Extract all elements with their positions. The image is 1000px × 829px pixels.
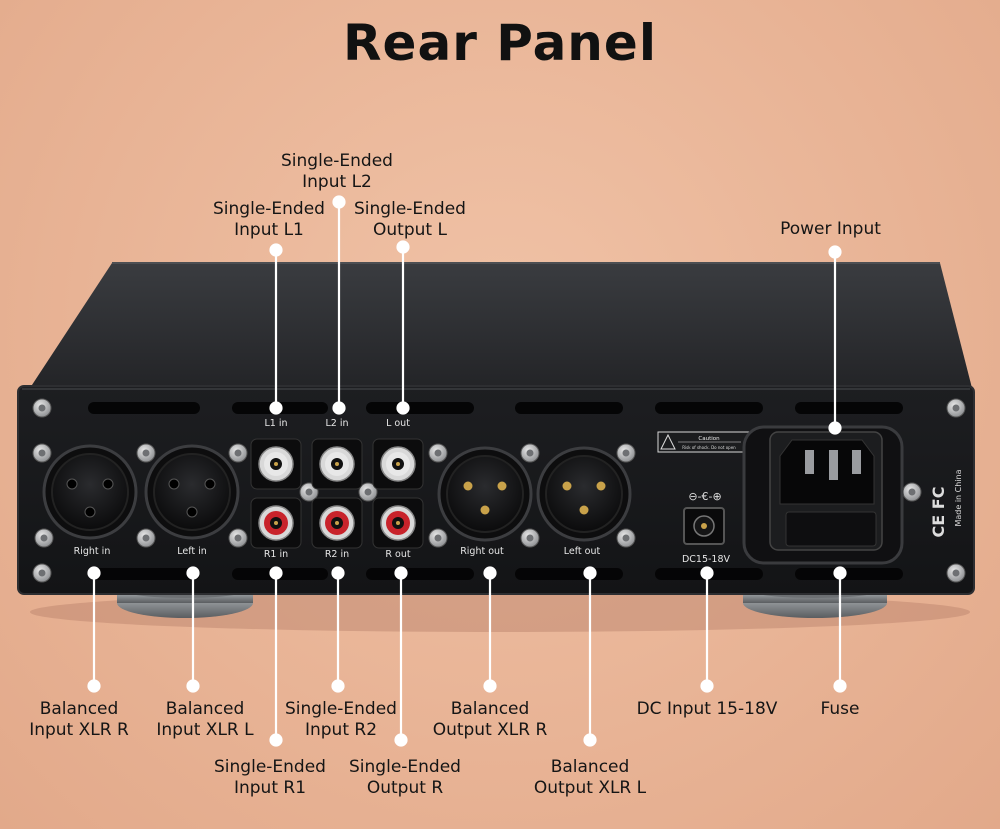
panel-label-r2-in: R2 in — [325, 549, 349, 560]
rca-jack-r2-in — [311, 497, 363, 549]
screw-head — [526, 534, 534, 542]
caution-text: Caution — [698, 436, 720, 442]
panel-label-l2-in: L2 in — [325, 418, 348, 429]
screw-head — [38, 404, 46, 412]
screw-head — [434, 449, 442, 457]
xlr-input-right — [42, 444, 138, 540]
callout-fuse: Fuse — [820, 699, 860, 719]
rca-jack-r-out — [372, 497, 424, 549]
panel-label-left-out: Left out — [564, 546, 601, 557]
screw-head — [622, 449, 630, 457]
panel-label-l-out: L out — [386, 418, 410, 429]
screw-head — [40, 534, 48, 542]
rca-jack-l-out — [372, 438, 424, 490]
panel-label-right-out: Right out — [460, 546, 504, 557]
panel-label-r1-in: R1 in — [264, 549, 288, 560]
xlr-output-left — [536, 446, 632, 542]
dc-polarity-icon: ⊖-€-⊕ — [688, 490, 721, 503]
xlr-input-left — [144, 444, 240, 540]
screw-head — [952, 404, 960, 412]
panel-label-left-in: Left in — [177, 546, 207, 557]
ce-fc-mark: CE FC — [929, 487, 948, 538]
screw-head — [234, 449, 242, 457]
screw-head — [142, 449, 150, 457]
power-inlet — [742, 425, 904, 565]
screw-head — [142, 534, 150, 542]
screw-head — [234, 534, 242, 542]
rca-jack-l2-in — [311, 438, 363, 490]
xlr-output-right — [437, 446, 533, 542]
panel-label-dc-rating: DC15-18V — [682, 554, 731, 565]
callout-power-input: Power Input — [780, 219, 881, 239]
dc-jack: ⊖-€-⊕ — [683, 490, 725, 545]
callout-dc-input: DC Input 15-18V — [636, 699, 778, 719]
panel-label-l1-in: L1 in — [264, 418, 287, 429]
panel-label-right-in: Right in — [74, 546, 111, 557]
screw-head — [38, 569, 46, 577]
caution-subtext: Risk of shock. Do not open — [682, 445, 736, 450]
rca-jack-l1-in — [250, 438, 302, 490]
screw-head — [952, 569, 960, 577]
made-in-text: Made in China — [954, 469, 963, 526]
screw-head — [305, 488, 313, 496]
panel-label-r-out: R out — [385, 549, 410, 560]
screw-head — [908, 488, 916, 496]
screw-head — [38, 449, 46, 457]
caution-label: Caution Risk of shock. Do not open — [657, 431, 761, 453]
screw-head — [434, 534, 442, 542]
rca-jack-r1-in — [250, 497, 302, 549]
screw-head — [526, 449, 534, 457]
screw-head — [364, 488, 372, 496]
screw-head — [622, 534, 630, 542]
page-title: Rear Panel — [343, 14, 657, 72]
